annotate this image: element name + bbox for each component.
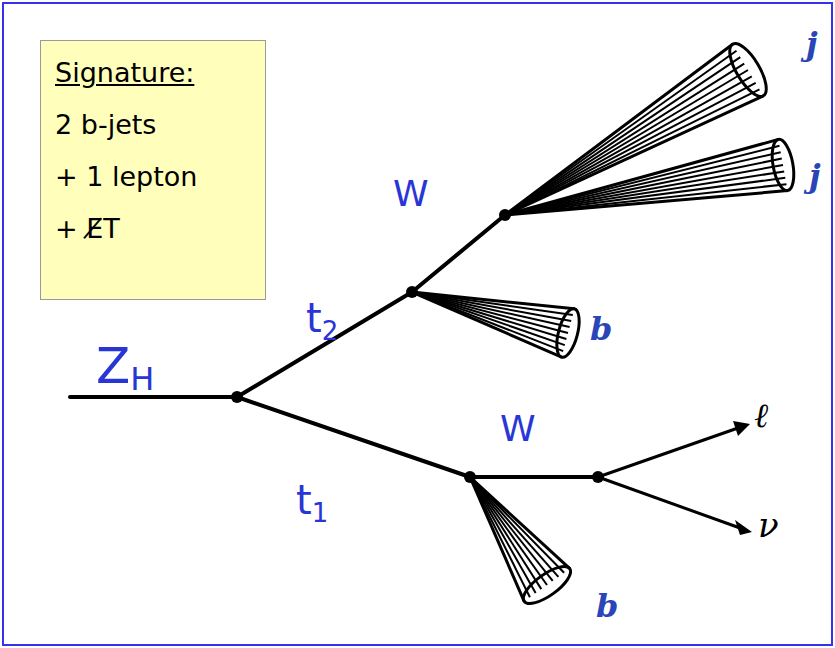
box-line: + 1 lepton: [55, 151, 251, 203]
jet-line: [470, 477, 536, 593]
signature-box: Signature:2 b-jets+ 1 lepton+ E̸T: [40, 40, 266, 300]
jet-label: b: [596, 590, 618, 622]
jet-label: j: [806, 28, 818, 60]
arrowhead: [733, 421, 750, 436]
box-line: 2 b-jets: [55, 99, 251, 151]
lepton-line: [598, 428, 738, 477]
jet-line: [505, 51, 737, 215]
jet-rim: [552, 306, 583, 359]
jet-label: j: [809, 160, 821, 192]
t1-line: [237, 397, 470, 477]
jet-line: [505, 76, 752, 215]
zh-line: [70, 395, 237, 399]
jet-line: [470, 477, 524, 601]
arrowhead: [735, 520, 752, 535]
w-line: [470, 475, 598, 479]
jet-rim: [518, 560, 576, 610]
jet-line: [470, 477, 541, 589]
w-line: [412, 215, 505, 292]
jet-line: [505, 191, 788, 215]
vertex-dot: [592, 471, 604, 483]
lepton-label: ℓ: [754, 398, 768, 432]
jet-label: b: [590, 313, 612, 345]
particle-label: W: [393, 176, 429, 212]
vertex-dot: [231, 391, 243, 403]
neutrino-line: [598, 477, 740, 528]
box-line: + E̸T: [55, 203, 251, 255]
jet-rim: [769, 138, 798, 193]
jet-rim: [723, 38, 773, 101]
particle-label: ZH: [96, 363, 154, 395]
particle-label: t2: [306, 318, 338, 344]
particle-label: W: [500, 411, 536, 447]
t2-line: [237, 292, 412, 397]
particle-label: t1: [296, 500, 328, 526]
jet-cones: [412, 38, 797, 609]
jet-line: [470, 477, 558, 577]
jet-line: [470, 477, 553, 581]
jet-line: [412, 292, 562, 357]
neutrino-label: ν: [758, 508, 779, 542]
box-heading: Signature:: [55, 47, 251, 99]
